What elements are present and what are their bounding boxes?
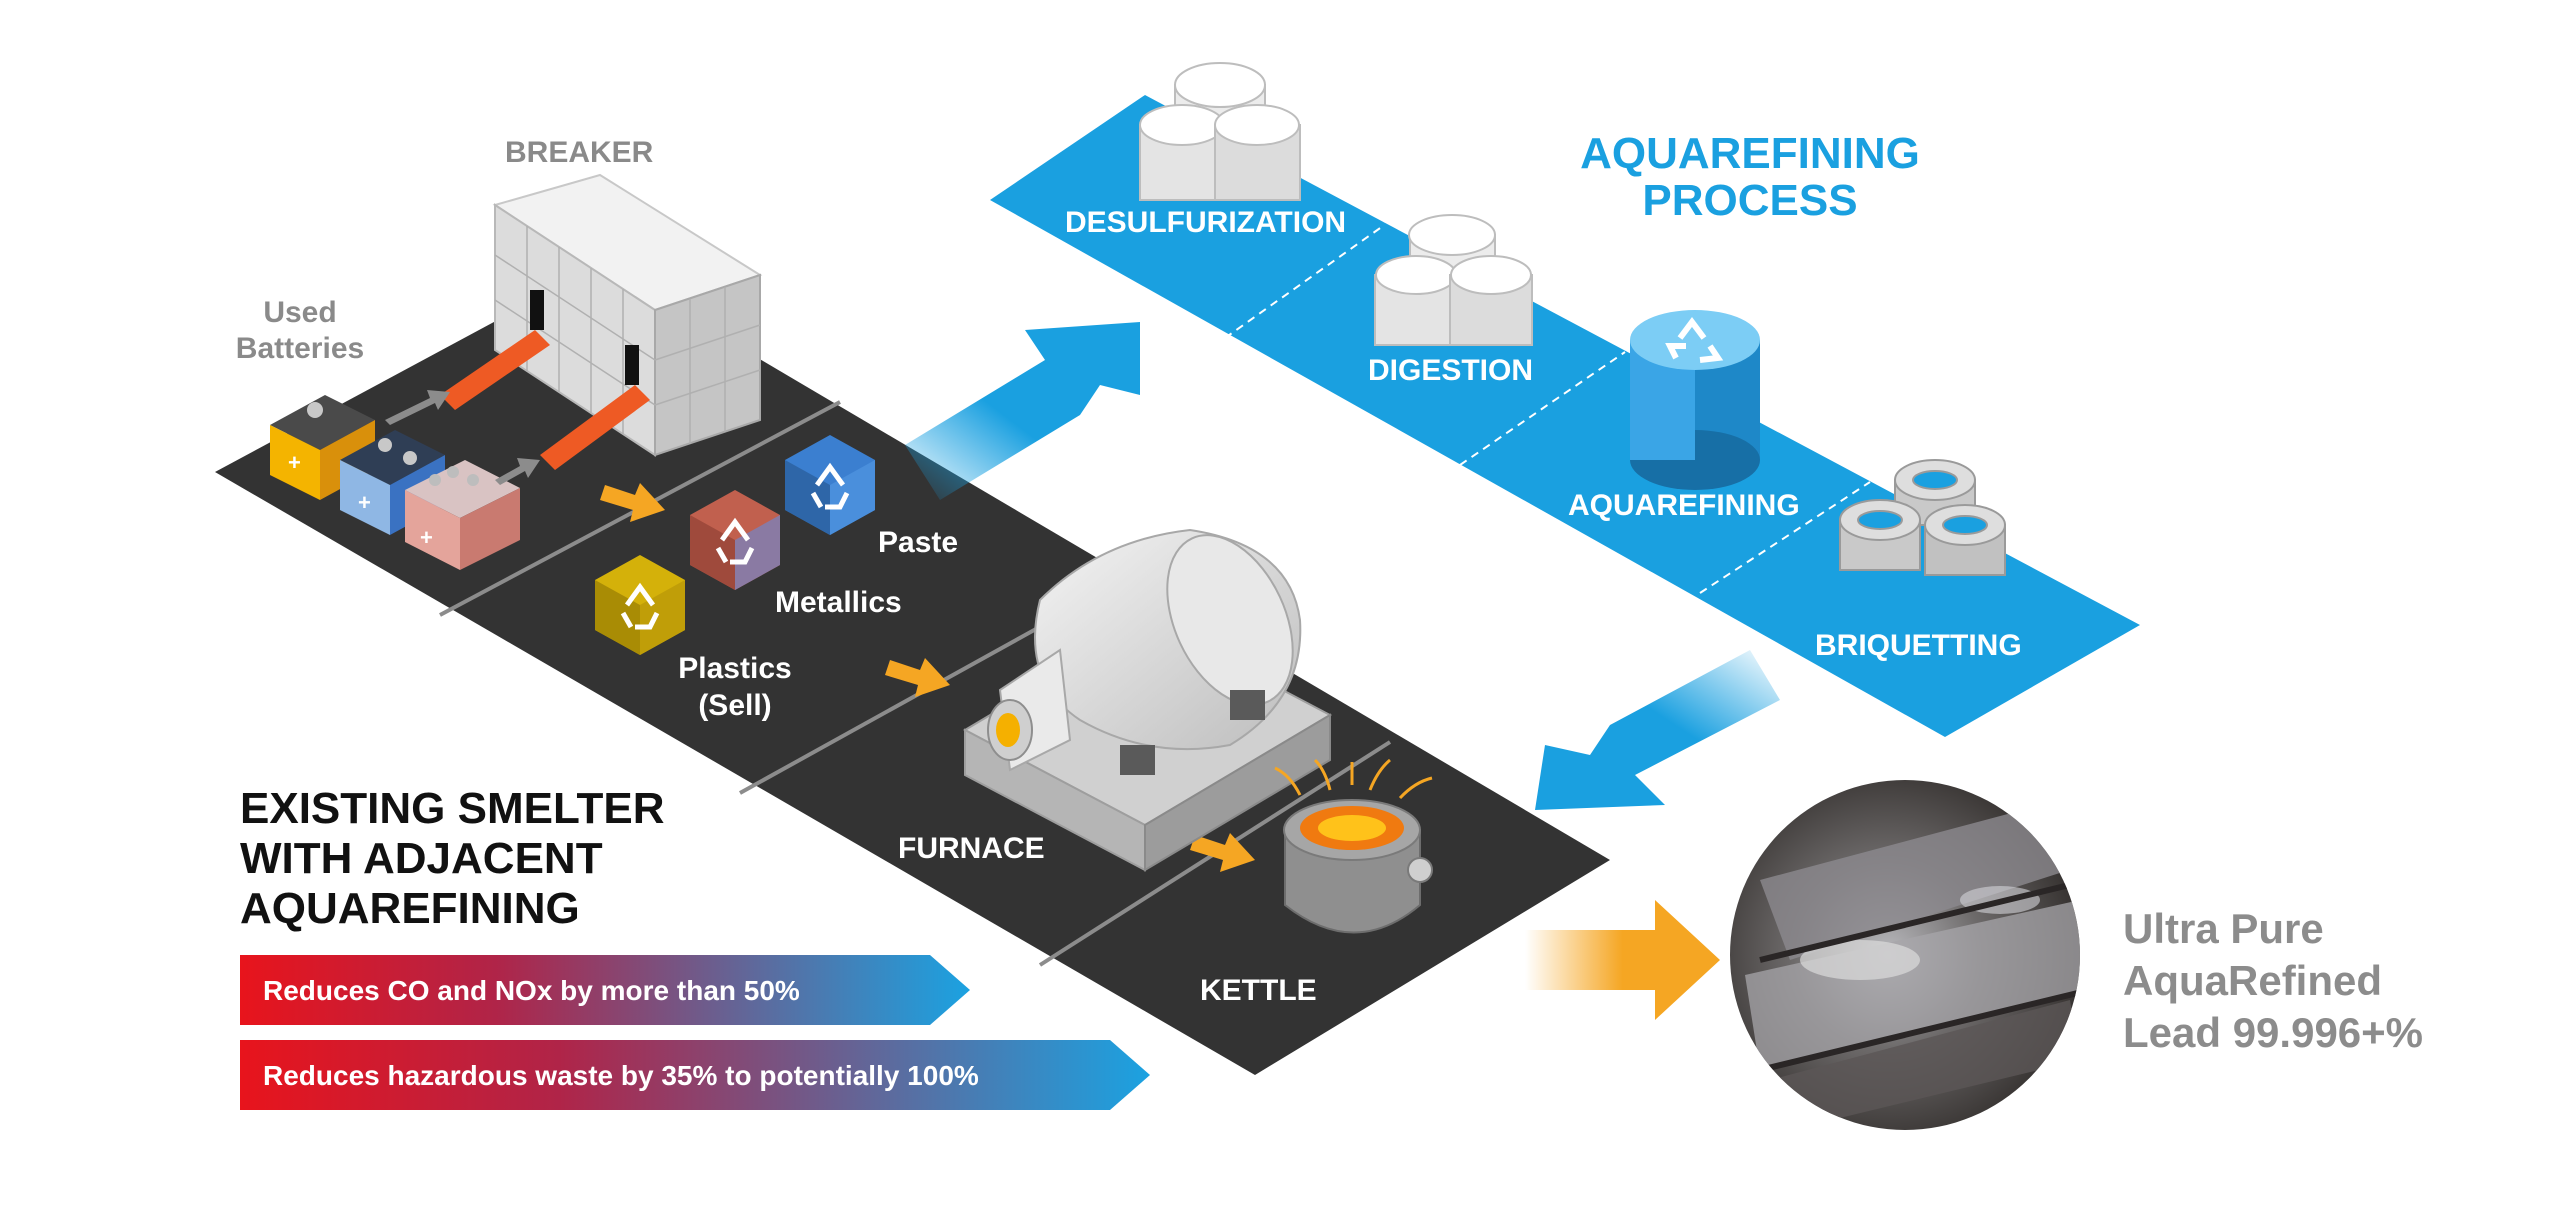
used-batteries-label: Batteries: [236, 332, 364, 365]
briquette-icon: [1839, 459, 2006, 576]
silo-icon: [1374, 214, 1533, 346]
plastics-label: (Sell): [698, 689, 771, 722]
benefit-text: Reduces CO and NOx by more than 50%: [263, 975, 800, 1006]
battery-icon: +: [405, 460, 520, 570]
paste-label: Paste: [878, 526, 958, 559]
furnace-icon: [962, 528, 1333, 872]
svg-text:+: +: [420, 525, 433, 550]
silo-icon: [1139, 62, 1301, 201]
arrow-icon: [385, 390, 540, 485]
arrow-icon: [905, 322, 1140, 500]
benefit-text: Reduces hazardous waste by 35% to potent…: [263, 1060, 979, 1091]
furnace-label: FURNACE: [898, 832, 1045, 865]
recycle-icon: [785, 435, 875, 535]
step-aquarefining: AQUAREFINING: [1568, 489, 1800, 522]
heading: EXISTING SMELTER: [240, 784, 665, 833]
aquarefining-title: AQUAREFINING: [1580, 129, 1920, 178]
recycle-icon: [690, 490, 780, 590]
kettle-label: KETTLE: [1200, 974, 1317, 1007]
recycle-icon: [595, 555, 685, 655]
svg-text:+: +: [288, 450, 301, 475]
result-label: Lead 99.996+%: [2123, 1009, 2423, 1056]
kettle-icon: [1274, 758, 1433, 934]
used-batteries-label: Used: [263, 296, 336, 329]
heading: AQUAREFINING: [240, 884, 580, 933]
lead-ingot-photo: [1730, 780, 2080, 1130]
benefit-banner: Reduces hazardous waste by 35% to potent…: [240, 1040, 1150, 1110]
metallics-label: Metallics: [775, 586, 902, 619]
battery-icon: +: [340, 430, 445, 535]
aquarefining-title: PROCESS: [1642, 176, 1857, 225]
plastics-label: Plastics: [678, 652, 791, 685]
result-label: AquaRefined: [2123, 957, 2382, 1004]
arrow-icon: [600, 483, 1255, 872]
step-digestion: DIGESTION: [1368, 354, 1533, 387]
arrow-icon: [1525, 900, 1720, 1020]
aquarefining-band: [990, 0, 2140, 737]
step-desulfurization: DESULFURIZATION: [1065, 206, 1346, 239]
benefit-banner: Reduces CO and NOx by more than 50%: [240, 955, 970, 1025]
step-briquetting: BRIQUETTING: [1815, 629, 2022, 662]
svg-text:+: +: [358, 490, 371, 515]
arrow-icon: [1535, 650, 1780, 810]
breaker-label: BREAKER: [505, 136, 654, 169]
tank-icon: [1630, 310, 1760, 490]
heading: WITH ADJACENT: [240, 834, 603, 883]
recycle-icon: [1665, 317, 1724, 363]
breaker-building: [440, 173, 763, 470]
band-dividers: [1224, 225, 1871, 594]
result-label: Ultra Pure: [2123, 905, 2324, 952]
